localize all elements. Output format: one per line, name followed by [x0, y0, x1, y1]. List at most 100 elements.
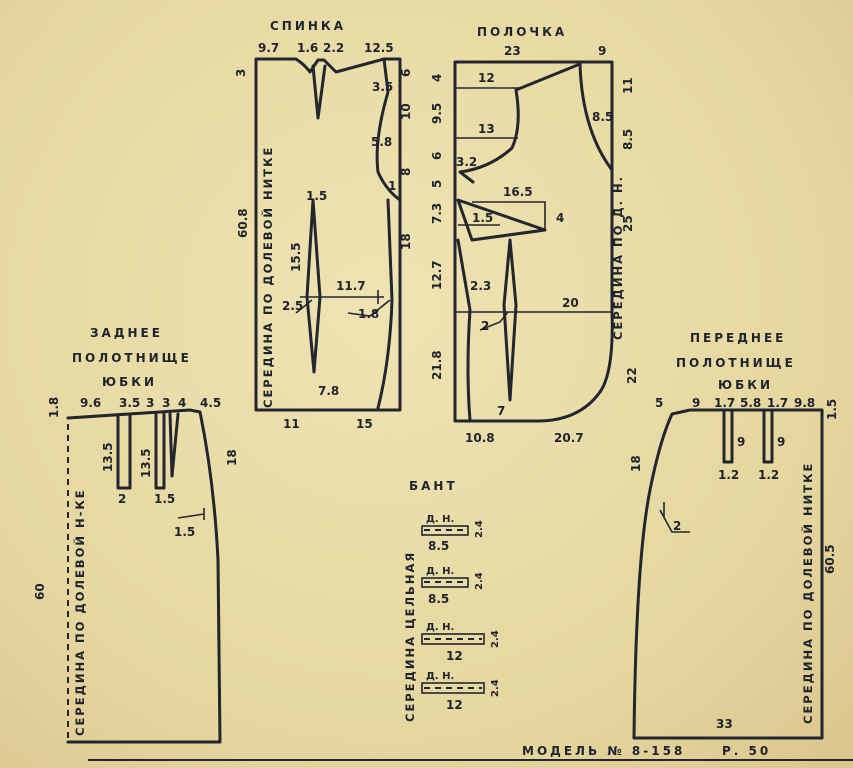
dim-front-l73: 7.3: [430, 203, 444, 224]
dim-fskirt-l18: 18: [629, 455, 643, 472]
dim-fskirt-d9b: 9: [777, 435, 785, 449]
bow-piece-rect: [421, 633, 485, 645]
dim-back-i35: 3.5: [372, 80, 393, 94]
bow-piece-length: 8.5: [428, 592, 449, 606]
dim-bskirt-t3a: 3: [146, 396, 154, 410]
dim-back-b15: 15: [356, 417, 373, 431]
dim-front-i23: 2.3: [470, 279, 491, 293]
dim-bskirt-d135b: 13.5: [139, 448, 153, 478]
front-skirt: ПЕРЕДНЕЕ ПОЛОТНИЩЕ ЮБКИ 5 9 1.7 5.8 1.7 …: [629, 331, 839, 740]
dim-fskirt-t58: 5.8: [740, 396, 761, 410]
dim-back-top-b: 1.6: [297, 41, 318, 55]
dim-front-r25: 25: [621, 215, 635, 232]
dim-fskirt-b33: 33: [716, 717, 733, 731]
bow-piece-length: 12: [446, 698, 463, 712]
dim-front-i85: 8.5: [592, 110, 613, 124]
dim-bskirt-t35: 3.5: [119, 396, 140, 410]
back-leader-lines: [295, 299, 391, 317]
dim-front-i13: 13: [478, 122, 495, 136]
dim-front-i32: 3.2: [456, 155, 477, 169]
back-skirt-dart-3: [168, 412, 180, 478]
label-back-skirt-grain: СЕРЕДИНА ПО ДОЛЕВОЙ Н-КЕ: [72, 488, 87, 736]
back-skirt-leader: [177, 508, 205, 520]
dim-back-d15: 1.5: [306, 189, 327, 203]
bow-piece-rect: [421, 577, 469, 588]
dim-back-b11: 11: [283, 417, 300, 431]
dim-front-i2: 2: [481, 319, 489, 333]
front-outline: [453, 60, 614, 423]
dim-front-l95: 9.5: [430, 103, 444, 124]
dim-front-i165: 16.5: [503, 185, 533, 199]
bow-piece-mark: Д. Н.: [426, 514, 454, 525]
back-shoulder-dart: [311, 64, 327, 120]
heading-back: СПИНКА: [270, 19, 346, 33]
footer-model: МОДЕЛЬ № 8-158: [522, 744, 685, 758]
dim-bskirt-d135a: 13.5: [101, 442, 115, 472]
heading-back-skirt-1: ЗАДНЕЕ: [90, 326, 163, 340]
dim-bskirt-t4: 4: [178, 396, 186, 410]
dim-bskirt-t96: 9.6: [80, 396, 101, 410]
dim-front-b108: 10.8: [465, 431, 495, 445]
front-waist-dart: [502, 238, 518, 402]
dim-back-r6: 6: [399, 69, 413, 77]
dim-back-d78: 7.8: [318, 384, 339, 398]
front-side-seam: [456, 238, 472, 422]
dim-bskirt-t45: 4.5: [200, 396, 221, 410]
heading-back-skirt-3: ЮБКИ: [102, 375, 157, 389]
heading-front-skirt-3: ЮБКИ: [718, 378, 773, 392]
dim-front-top23: 23: [504, 44, 521, 58]
dim-front-l6: 6: [430, 152, 444, 160]
back-waist-line: [300, 290, 384, 304]
heading-front-skirt-2: ПОЛОТНИЩЕ: [676, 356, 796, 370]
dim-front-b207: 20.7: [554, 431, 584, 445]
dim-front-l4: 4: [430, 74, 444, 82]
dim-fskirt-d12a: 1.2: [718, 468, 739, 482]
bow-piece-width: 2.4: [490, 679, 501, 697]
label-front-skirt-grain: СЕРЕДИНА ПО ДОЛЕВОЙ НИТКЕ: [800, 462, 815, 724]
bow-piece-width: 2.4: [490, 630, 501, 648]
bow-piece-1: Д. Н. 8.5 2.4: [421, 514, 485, 553]
dim-front-i7: 7: [497, 404, 505, 418]
dim-back-d155: 15.5: [289, 242, 303, 272]
bow-piece-3: Д. Н. 12 2.4: [421, 622, 501, 663]
bow-piece-mark: Д. Н.: [426, 622, 454, 633]
bow-piece-length: 8.5: [428, 539, 449, 553]
front-skirt-dart-1: [722, 410, 734, 464]
front-dart-box: [458, 201, 546, 230]
heading-bow: БАНТ: [409, 479, 458, 493]
label-back-grain: СЕРЕДИНА ПО ДОЛЕВОЙ НИТКЕ: [260, 146, 275, 408]
bow-pieces: БАНТ Д. Н. 8.5 2.4 Д. Н. 8.5 2.4 Д. Н. 1…: [403, 479, 501, 722]
bow-piece-4: Д. Н. 12 2.4: [421, 671, 501, 712]
back-armhole: [375, 57, 402, 202]
heading-front: ПОЛОЧКА: [477, 25, 567, 39]
dim-fskirt-t5: 5: [655, 396, 663, 410]
dim-bskirt-t3b: 3: [162, 396, 170, 410]
dim-bskirt-d2: 2: [118, 492, 126, 506]
bow-piece-width: 2.4: [474, 520, 485, 538]
heading-back-skirt-2: ПОЛОТНИЩЕ: [72, 351, 192, 365]
dim-back-i1: 1: [388, 179, 396, 193]
dim-back-r8: 8: [399, 168, 413, 176]
bow-piece-mark: Д. Н.: [426, 566, 454, 577]
dim-front-r11: 11: [621, 77, 635, 94]
front-skirt-dart-2: [762, 410, 774, 464]
dim-fskirt-t17b: 1.7: [767, 396, 788, 410]
dim-fskirt-r15: 1.5: [825, 399, 839, 420]
dim-front-l5: 5: [430, 180, 444, 188]
bow-piece-rect: [421, 682, 485, 694]
bow-piece-mark: Д. Н.: [426, 671, 454, 682]
dim-back-i58: 5.8: [371, 135, 392, 149]
heading-front-skirt-1: ПЕРЕДНЕЕ: [690, 331, 786, 345]
front-bodice: ПОЛОЧКА 23 9 4 9.5 6 5 7.3 12.7 21.8 12 …: [430, 25, 639, 445]
back-side-seam: [376, 198, 394, 410]
dim-back-w117: 11.7: [336, 279, 366, 293]
dim-fskirt-s2: 2: [673, 519, 681, 533]
dim-fskirt-len: 60.5: [823, 544, 837, 574]
dim-back-r10: 10: [399, 103, 413, 120]
bow-piece-length: 12: [446, 649, 463, 663]
dim-front-i4: 4: [556, 211, 564, 225]
dim-front-r22: 22: [625, 367, 639, 384]
dim-bskirt-s15: 1.5: [174, 525, 195, 539]
